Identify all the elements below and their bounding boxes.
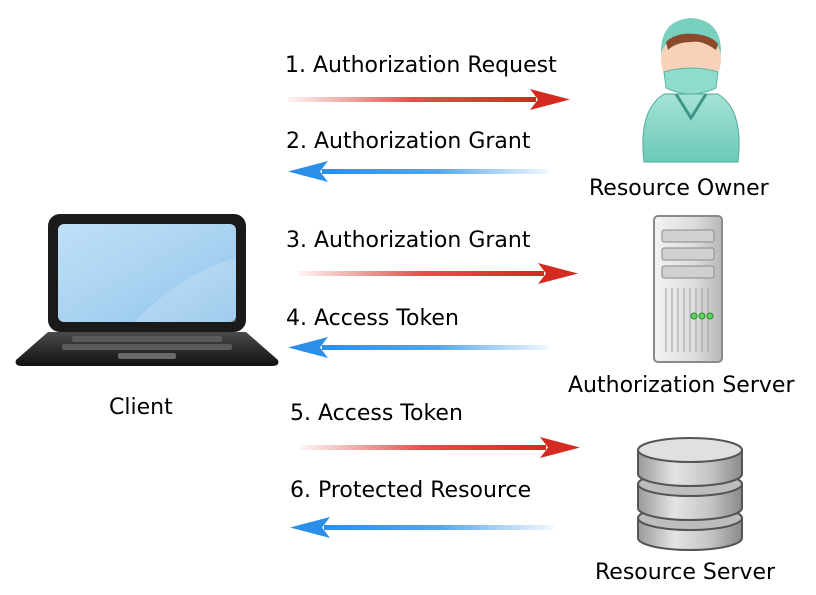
arrow-5 [300, 437, 580, 458]
step-5-label: 5. Access Token [290, 401, 463, 426]
arrow-4 [288, 337, 550, 358]
step-6-label: 6. Protected Resource [290, 478, 532, 503]
authorization-server-label: Authorization Server [568, 373, 795, 398]
database-icon [637, 437, 743, 551]
resource-owner-label: Resource Owner [589, 176, 769, 201]
arrow-1 [288, 89, 570, 110]
step-3-label: 3. Authorization Grant [286, 228, 531, 253]
step-2-label: 2. Authorization Grant [286, 129, 531, 154]
server-tower-icon [653, 215, 723, 363]
arrow-6 [290, 517, 554, 538]
arrow-2 [288, 161, 550, 182]
client-label: Client [109, 395, 173, 420]
step-4-label: 4. Access Token [286, 306, 459, 331]
step-1-label: 1. Authorization Request [285, 53, 557, 78]
laptop-icon [15, 214, 279, 366]
arrow-3 [298, 263, 578, 284]
person-icon [642, 18, 740, 163]
resource-server-label: Resource Server [595, 560, 776, 585]
